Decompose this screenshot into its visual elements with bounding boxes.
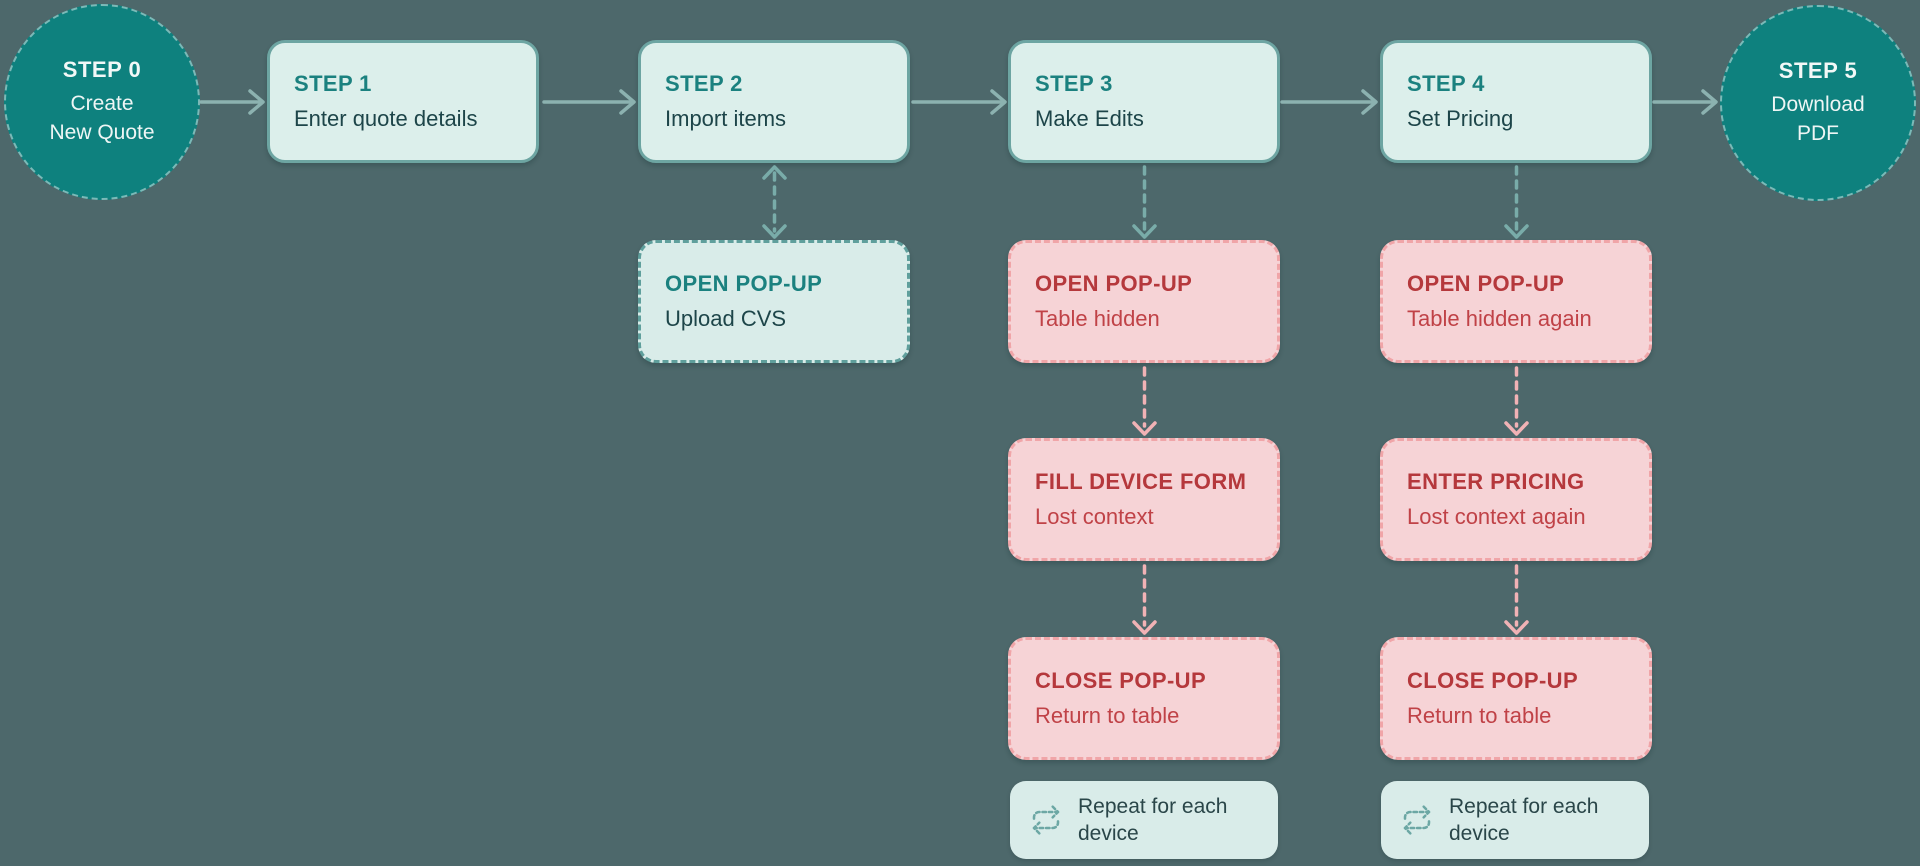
step3-label: STEP 3	[1035, 71, 1113, 96]
popup-title: OPEN POP-UP	[1407, 271, 1565, 296]
popup-subtitle: Return to table	[1035, 703, 1180, 728]
step1-description: Enter quote details	[294, 106, 478, 131]
arrow-step3-to-popup	[1132, 165, 1157, 239]
popup-subtitle: Table hidden	[1035, 306, 1160, 331]
step4-description: Set Pricing	[1407, 106, 1514, 131]
step0-text-line1: Create	[70, 92, 134, 115]
node-step2: STEP 2 Import items	[638, 40, 910, 163]
popup-subtitle: Lost context again	[1407, 504, 1586, 529]
arrow-enter-pricing-to-close	[1504, 564, 1529, 635]
node-step4: STEP 4 Set Pricing	[1380, 40, 1652, 163]
arrow-step0-to-step1	[199, 89, 265, 115]
node-step5: STEP 5 Download PDF	[1720, 5, 1916, 201]
arrow-step4-to-step5	[1652, 89, 1718, 115]
popup-title: CLOSE POP-UP	[1407, 668, 1579, 693]
arrow-step2-popup-bidirectional	[762, 165, 787, 239]
step5-label: STEP 5	[1778, 58, 1858, 83]
arrow-step1-to-step2	[542, 89, 636, 115]
popup-subtitle: Lost context	[1035, 504, 1154, 529]
popup-title: CLOSE POP-UP	[1035, 668, 1207, 693]
arrow-step3-to-step4	[1280, 89, 1378, 115]
popup-subtitle: Upload CVS	[665, 306, 787, 331]
repeat-note-step4: Repeat for each device	[1381, 781, 1649, 859]
popup-step4-enter-pricing: ENTER PRICING Lost context again	[1380, 438, 1652, 561]
repeat-note-text: Repeat for each device	[1449, 795, 1599, 845]
popup-title: OPEN POP-UP	[1035, 271, 1193, 296]
step0-label: STEP 0	[62, 57, 142, 82]
repeat-note-text: Repeat for each device	[1078, 795, 1228, 845]
popup-step3-fill-form: FILL DEVICE FORM Lost context	[1008, 438, 1280, 561]
step4-label: STEP 4	[1407, 71, 1485, 96]
arrow-open-to-fill-form	[1132, 366, 1157, 436]
popup-step4-open: OPEN POP-UP Table hidden again	[1380, 240, 1652, 363]
step1-label: STEP 1	[294, 71, 372, 96]
popup-step2-upload: OPEN POP-UP Upload CVS	[638, 240, 910, 363]
popup-subtitle: Table hidden again	[1407, 306, 1592, 331]
popup-title: ENTER PRICING	[1407, 469, 1585, 494]
node-step0: STEP 0 Create New Quote	[4, 4, 200, 200]
repeat-note-step3: Repeat for each device	[1010, 781, 1278, 859]
arrow-step4-to-popup	[1504, 165, 1529, 239]
step2-description: Import items	[665, 106, 787, 131]
step5-text-line1: Download	[1771, 93, 1865, 116]
popup-title: OPEN POP-UP	[665, 271, 823, 296]
step5-text-line2: PDF	[1797, 122, 1839, 145]
node-step1: STEP 1 Enter quote details	[267, 40, 539, 163]
arrow-fill-form-to-close	[1132, 564, 1157, 635]
repeat-icon	[1403, 805, 1431, 835]
arrow-open-to-enter-pricing	[1504, 366, 1529, 436]
step2-label: STEP 2	[665, 71, 743, 96]
node-step3: STEP 3 Make Edits	[1008, 40, 1280, 163]
popup-title: FILL DEVICE FORM	[1035, 469, 1247, 494]
repeat-icon	[1032, 805, 1060, 835]
popup-step3-close: CLOSE POP-UP Return to table	[1008, 637, 1280, 760]
arrow-step2-to-step3	[911, 89, 1007, 115]
popup-subtitle: Return to table	[1407, 703, 1552, 728]
popup-step3-open: OPEN POP-UP Table hidden	[1008, 240, 1280, 363]
step0-text-line2: New Quote	[49, 121, 155, 144]
popup-step4-close: CLOSE POP-UP Return to table	[1380, 637, 1652, 760]
step3-description: Make Edits	[1035, 106, 1144, 131]
